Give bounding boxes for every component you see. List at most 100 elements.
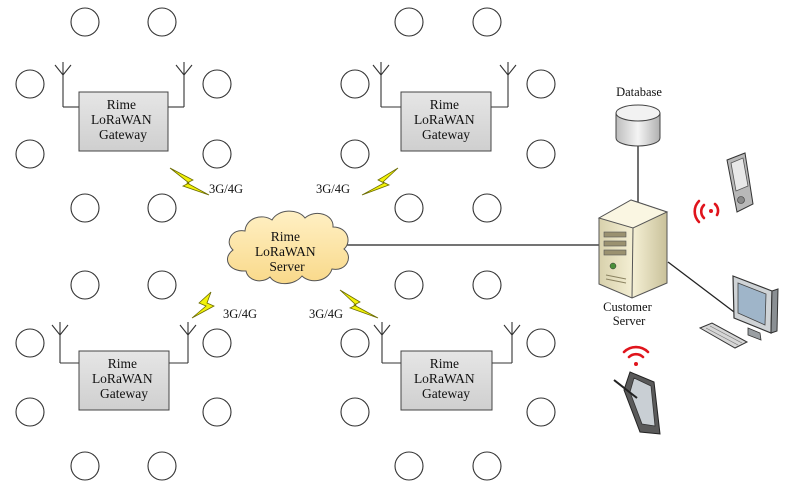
end-node [147, 270, 177, 300]
gateway-label: Rime LoRaWAN Gateway [92, 356, 156, 401]
gateway-cluster-top-right: Rime LoRaWAN Gateway [340, 7, 556, 223]
lightning-icon [339, 289, 379, 319]
wifi-signal-icon [693, 199, 720, 224]
database: Database [615, 85, 662, 147]
end-node [202, 397, 232, 427]
end-node [15, 69, 45, 99]
end-node [15, 397, 45, 427]
gateway-label-line-3: Gateway [422, 127, 470, 142]
gateway-label-line-1: Rime [430, 356, 459, 371]
gateway-cluster-bottom-right: Rime LoRaWAN Gateway [340, 270, 556, 481]
keyboard-icon [698, 322, 749, 349]
link-bottom-left: 3G/4G [191, 291, 257, 321]
end-node [394, 451, 424, 481]
end-node-group [340, 7, 556, 223]
end-node-group [15, 7, 232, 223]
link-label: 3G/4G [209, 182, 243, 196]
end-node [526, 139, 556, 169]
desktop-device [698, 275, 779, 349]
server-label-line-2: LoRaWAN [255, 244, 316, 259]
end-node [340, 397, 370, 427]
end-node [526, 328, 556, 358]
end-node [472, 7, 502, 37]
end-node [70, 451, 100, 481]
server-label-line-3: Server [269, 259, 305, 274]
server-label-line-1: Rime [271, 229, 300, 244]
link-bottom-right: 3G/4G [309, 289, 379, 321]
gateway-label-line-2: LoRaWAN [91, 112, 152, 127]
link-top-left: 3G/4G [169, 167, 243, 196]
connection-lines [346, 146, 743, 319]
gateway-label-line-1: Rime [108, 356, 137, 371]
gateway-label-line-1: Rime [430, 97, 459, 112]
end-node [394, 7, 424, 37]
antenna-icon [51, 322, 197, 364]
end-node [526, 69, 556, 99]
database-icon [615, 104, 661, 147]
end-node [15, 328, 45, 358]
end-node [202, 139, 232, 169]
pda-device [693, 152, 754, 224]
end-node [147, 193, 177, 223]
server-label: Rime LoRaWAN Server [255, 229, 319, 274]
end-node [526, 397, 556, 427]
gateway-label: Rime LoRaWAN Gateway [414, 97, 478, 142]
gateway-box [78, 350, 170, 411]
gateway-cluster-bottom-left: Rime LoRaWAN Gateway [15, 270, 232, 481]
end-node-group [340, 270, 556, 481]
gateway-label-line-3: Gateway [99, 127, 147, 142]
end-node [202, 328, 232, 358]
link-top-right: 3G/4G [316, 167, 399, 196]
end-node [70, 7, 100, 37]
tower-server-icon [597, 199, 669, 299]
lightning-icon [361, 167, 399, 196]
antenna-icon [54, 62, 193, 108]
link-label: 3G/4G [223, 307, 257, 321]
antenna-icon [373, 322, 521, 364]
gateway-label-line-2: LoRaWAN [92, 371, 153, 386]
database-label: Database [616, 85, 662, 99]
end-node [340, 69, 370, 99]
end-node [202, 69, 232, 99]
end-node [147, 7, 177, 37]
gateway-cluster-top-left: Rime LoRaWAN Gateway [15, 7, 232, 223]
end-node [147, 451, 177, 481]
customer-server-label: Customer Server [603, 300, 655, 328]
end-node [472, 451, 502, 481]
gateway-label-line-2: LoRaWAN [414, 112, 475, 127]
link-label: 3G/4G [316, 182, 350, 196]
customer-server-label-line-2: Server [613, 314, 646, 328]
customer-server-label-line-1: Customer [603, 300, 652, 314]
end-node-group [15, 270, 232, 481]
end-node [472, 270, 502, 300]
gateway-box [78, 91, 169, 152]
network-server: Rime LoRaWAN Server [227, 210, 349, 285]
pda-icon [726, 152, 754, 213]
cloud-icon [227, 210, 349, 285]
wifi-signal-icon [622, 345, 650, 366]
gateway-label-line-1: Rime [107, 97, 136, 112]
gateway-box [400, 350, 493, 411]
antenna-icon [372, 62, 517, 108]
customer-server: Customer Server [597, 199, 669, 328]
gateway-label-line-3: Gateway [100, 386, 148, 401]
gateway-box [400, 91, 492, 152]
end-node [340, 139, 370, 169]
lightning-icon [191, 291, 215, 319]
lightning-icon [169, 167, 210, 196]
end-node [394, 193, 424, 223]
monitor-icon [732, 275, 779, 341]
customer-to-monitor-link [667, 261, 743, 319]
end-node [70, 270, 100, 300]
gateway-label: Rime LoRaWAN Gateway [91, 97, 155, 142]
gateway-label-line-3: Gateway [422, 386, 470, 401]
end-node [472, 193, 502, 223]
tablet-device [613, 345, 661, 435]
gateway-label-line-2: LoRaWAN [414, 371, 475, 386]
end-node [70, 193, 100, 223]
link-label: 3G/4G [309, 307, 343, 321]
gateway-label: Rime LoRaWAN Gateway [414, 356, 478, 401]
end-node [340, 328, 370, 358]
end-node [394, 270, 424, 300]
